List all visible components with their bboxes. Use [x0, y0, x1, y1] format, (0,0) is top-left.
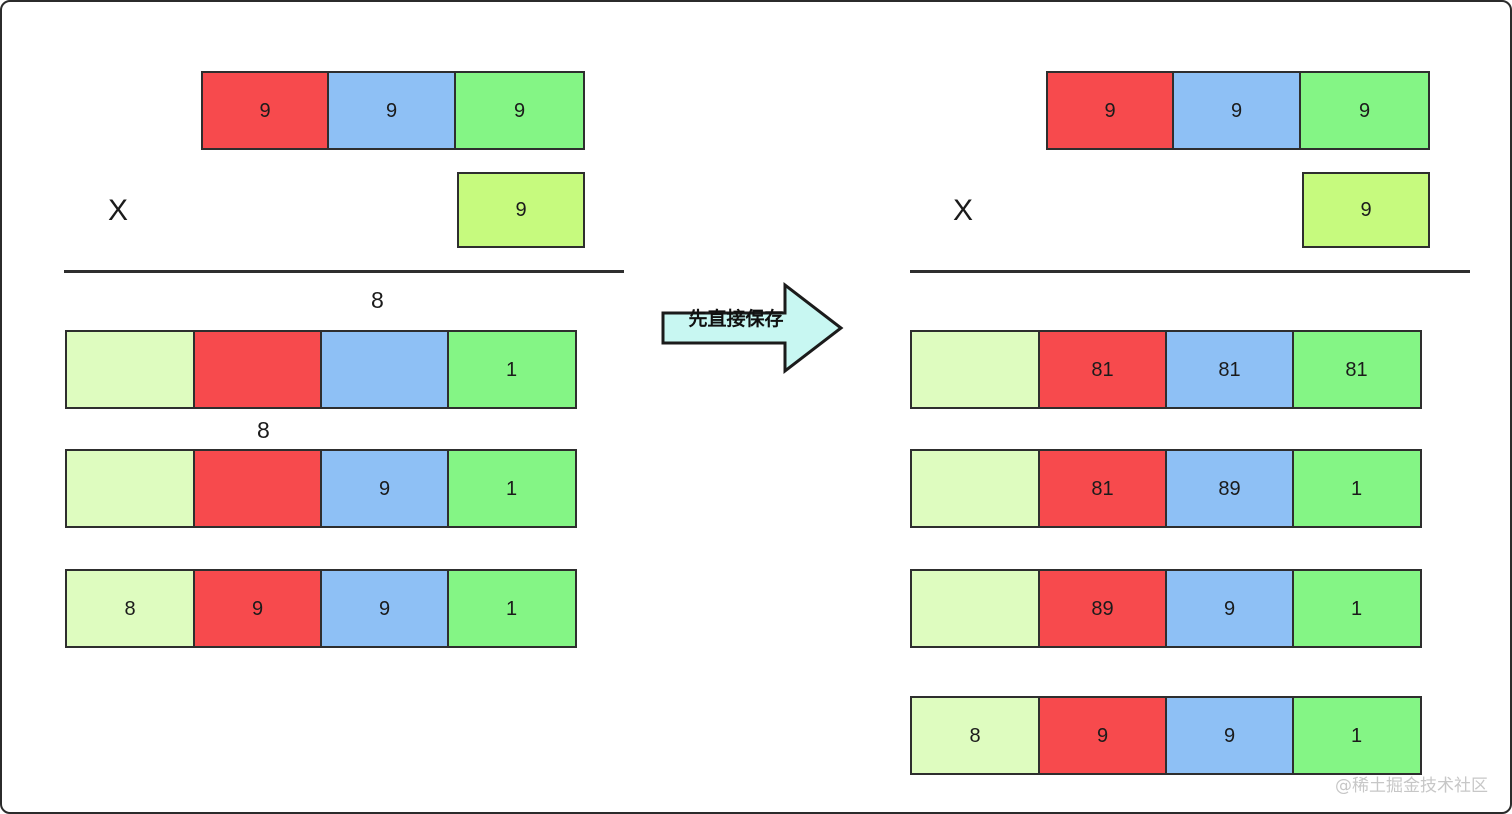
left-multiplier-cell-1: 9: [457, 172, 585, 248]
right-row-4-cell-4: 1: [1291, 696, 1422, 775]
left-row-2-cell-1: [65, 449, 195, 528]
left-row-1-cell-3: [320, 330, 449, 409]
right-row-3-cell-3: 9: [1165, 569, 1294, 648]
arrow-polygon: [661, 281, 844, 375]
right-row-4-cell-3: 9: [1165, 696, 1294, 775]
right-divider-line: [910, 270, 1470, 273]
left-row-3-cell-4: 1: [446, 569, 577, 648]
left-row-1-cell-1: [65, 330, 195, 409]
right-multiplicand-cell-3: 9: [1299, 71, 1430, 150]
right-operator-x: X: [953, 194, 974, 227]
right-row-2-cell-1: [910, 449, 1040, 528]
left-result-row-1: 1: [65, 330, 577, 409]
right-row-4-cell-2: 9: [1037, 696, 1168, 775]
right-row-1-cell-2: 81: [1037, 330, 1168, 409]
left-multiplicand-cell-3: 9: [454, 71, 585, 150]
transition-arrow: 先直接保存: [660, 280, 844, 376]
left-row-3-cell-1: 8: [65, 569, 195, 648]
left-multiplier-row: 9: [457, 172, 585, 248]
left-carry-label-1: 8: [371, 287, 384, 313]
left-row-1-cell-4: 1: [446, 330, 577, 409]
left-multiplicand-cell-1: 9: [201, 71, 329, 150]
right-multiplicand-cell-2: 9: [1171, 71, 1302, 150]
right-row-1-cell-1: [910, 330, 1040, 409]
arrow-label: 先直接保存: [688, 308, 784, 330]
left-row-2-cell-3: 9: [320, 449, 449, 528]
left-divider-line: [64, 270, 624, 273]
left-operator-x: X: [108, 194, 129, 227]
right-row-4-cell-1: 8: [910, 696, 1040, 775]
left-row-3-cell-2: 9: [192, 569, 323, 648]
left-row-3-cell-3: 9: [320, 569, 449, 648]
right-multiplier-cell-1: 9: [1302, 172, 1430, 248]
right-row-3-cell-4: 1: [1291, 569, 1422, 648]
right-row-1-cell-4: 81: [1291, 330, 1422, 409]
right-row-2-cell-3: 89: [1165, 449, 1294, 528]
watermark-text: @稀土掘金技术社区: [1335, 776, 1488, 796]
left-row-2-cell-4: 1: [446, 449, 577, 528]
right-row-2-cell-4: 1: [1291, 449, 1422, 528]
right-row-3-cell-1: [910, 569, 1040, 648]
left-row-1-cell-2: [192, 330, 323, 409]
right-row-2-cell-2: 81: [1037, 449, 1168, 528]
left-row-2-cell-2: [192, 449, 323, 528]
left-carry-label-2: 8: [257, 417, 270, 443]
arrow-shape: [661, 281, 844, 375]
right-multiplicand-cell-1: 9: [1046, 71, 1174, 150]
right-row-3-cell-2: 89: [1037, 569, 1168, 648]
right-multiplier-row: 9: [1302, 172, 1430, 248]
right-row-1-cell-3: 81: [1165, 330, 1294, 409]
left-multiplicand-cell-2: 9: [326, 71, 457, 150]
